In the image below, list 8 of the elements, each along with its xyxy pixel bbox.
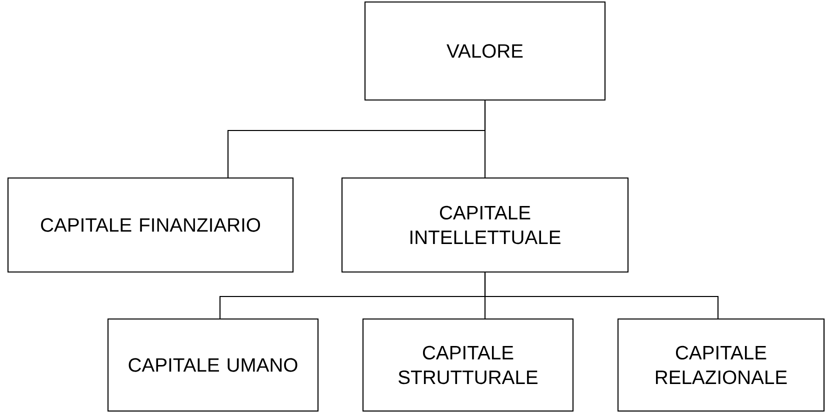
connector-line (484, 100, 486, 178)
box: CAPITALE FINANZIARIO (7, 177, 294, 273)
box: VALORE (364, 1, 606, 101)
box: CAPITALE INTELLETTUALE (341, 177, 629, 273)
box: CAPITALE UMANO (107, 318, 319, 412)
box: CAPITALE RELAZIONALE (617, 318, 825, 412)
box: CAPITALE STRUTTURALE (362, 318, 574, 412)
connector-line (484, 272, 719, 318)
